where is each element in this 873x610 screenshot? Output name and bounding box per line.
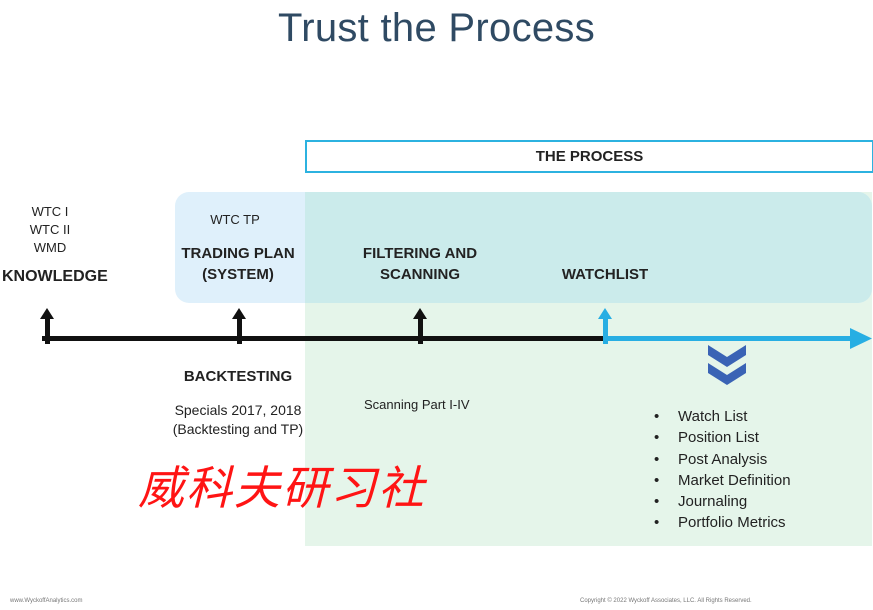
trading-plan-sublabel: (SYSTEM) xyxy=(202,266,274,283)
filtering-up-arrow-icon xyxy=(413,308,427,344)
backtesting-specials: Specials 2017, 2018 xyxy=(174,402,302,418)
course-wmd: WMD xyxy=(33,240,67,255)
process-header: THE PROCESS xyxy=(305,140,873,173)
list-item: •Portfolio Metrics xyxy=(654,514,786,532)
backtesting-label: BACKTESTING xyxy=(183,368,293,385)
page-title: Trust the Process xyxy=(277,6,596,50)
knowledge-up-arrow-icon xyxy=(40,308,54,344)
list-item: •Market Definition xyxy=(654,471,791,489)
trading-plan-label: TRADING PLAN xyxy=(181,245,295,262)
list-item: •Post Analysis xyxy=(654,450,768,468)
watermark-text: 威科夫研习社 xyxy=(138,461,426,515)
list-item: •Position List xyxy=(654,429,759,447)
footer-website: www.WyckoffAnalytics.com xyxy=(10,598,83,604)
timeline-line-process xyxy=(604,336,854,341)
timeline-arrowhead-icon xyxy=(850,328,872,349)
timeline-line xyxy=(42,336,608,341)
filtering-label: FILTERING AND xyxy=(362,245,478,262)
scanning-detail: Scanning Part I-IV xyxy=(364,397,470,412)
trading-plan-up-arrow-icon xyxy=(232,308,246,344)
process-stage-band xyxy=(305,192,872,303)
course-wtc2: WTC II xyxy=(29,222,71,237)
watchlist-up-arrow-icon xyxy=(598,308,612,344)
list-item: •Watch List xyxy=(654,408,748,425)
footer-copyright: Copyright © 2022 Wyckoff Associates, LLC… xyxy=(580,598,752,604)
scanning-label: SCANNING xyxy=(379,266,460,283)
course-wtc-tp: WTC TP xyxy=(210,212,260,227)
backtesting-details: (Backtesting and TP) xyxy=(172,421,304,437)
watchlist-label: WATCHLIST xyxy=(561,266,649,283)
course-wtc1: WTC I xyxy=(31,204,69,219)
output-list: •Watch List •Position List •Post Analysi… xyxy=(654,406,791,534)
double-chevron-down-icon xyxy=(708,345,746,385)
knowledge-label: KNOWLEDGE xyxy=(2,268,108,285)
list-item: •Journaling xyxy=(654,493,748,511)
